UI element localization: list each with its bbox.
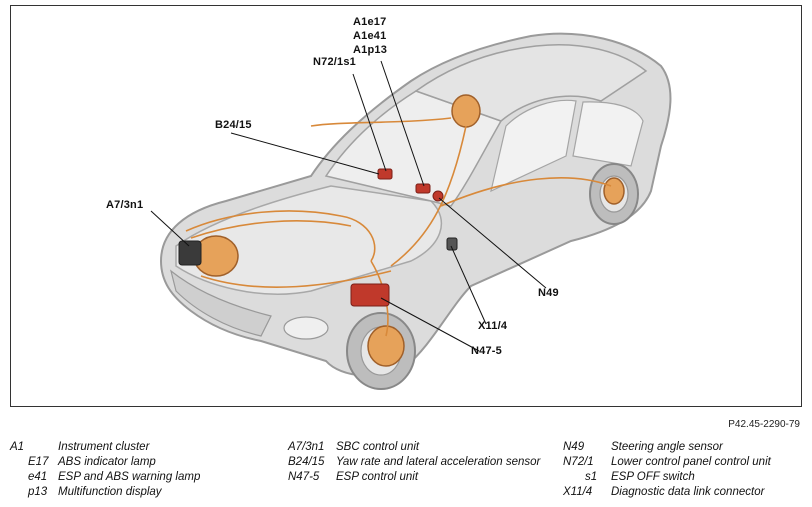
legend-code: s1 [585,471,598,483]
legend-desc: ABS indicator lamp [58,456,156,468]
legend-code: N72/1 [563,456,594,468]
rear-right-brake-disc [451,94,481,128]
legend-item: N72/1 Lower control panel control unit [563,455,803,470]
legend-column-1: A1 Instrument cluster E17 ABS indicator la… [10,440,270,500]
steering-angle-sensor [432,190,444,202]
legend-desc: Steering angle sensor [611,441,723,453]
callout-n49: N49 [538,287,559,299]
legend-item: N47-5 ESP control unit [288,470,548,485]
legend-item: X11/4 Diagnostic data link connector [563,485,803,500]
legend-desc: SBC control unit [336,441,420,453]
car-headlight [283,316,329,340]
legend-code: N49 [563,441,585,453]
sbc-control-unit [178,240,202,266]
callout-x11-4: X11/4 [478,320,508,332]
legend-code: N47-5 [288,471,320,483]
instrument-cluster [415,183,431,194]
car-side-window-front [490,99,577,193]
legend-code: e41 [28,471,48,483]
legend-desc: Diagnostic data link connector [611,486,765,498]
legend-column-2: A7/3n1 SBC control unit B24/15 Yaw rate an… [288,440,548,485]
legend-code: E17 [28,456,49,468]
legend-item: A1 Instrument cluster [10,440,270,455]
callout-n72-1s1: N72/1s1 [313,56,356,68]
legend-item: e41 ESP and ABS warning lamp [10,470,270,485]
brake-lines [185,117,612,337]
callout-b24-15: B24/15 [215,119,252,131]
car-side-window-rear [572,101,644,167]
legend-desc: Lower control panel control unit [611,456,771,468]
callout-a1e41: A1e41 [353,30,387,42]
legend-desc: ESP OFF switch [611,471,695,483]
legend-desc: ESP control unit [336,471,419,483]
legend-column-3: N49 Steering angle sensor N72/1 Lower cont… [563,440,803,500]
legend-code: p13 [28,486,48,498]
diagnostic-connector [446,237,458,251]
legend-desc: Instrument cluster [58,441,150,453]
legend-item: E17 ABS indicator lamp [10,455,270,470]
legend-item: s1 ESP OFF switch [563,470,803,485]
yaw-rate-sensor [377,168,393,180]
legend-code: A7/3n1 [288,441,325,453]
callout-a1e17: A1e17 [353,16,387,28]
callout-a1p13: A1p13 [353,44,388,56]
callout-n47-5: N47-5 [471,345,502,357]
legend-desc: ESP and ABS warning lamp [58,471,201,483]
legend-item: p13 Multifunction display [10,485,270,500]
legend-item: A7/3n1 SBC control unit [288,440,548,455]
front-left-brake-disc [367,325,405,367]
legend-code: A1 [10,441,25,453]
legend-item: B24/15 Yaw rate and lateral acceleration … [288,455,548,470]
legend-code: B24/15 [288,456,325,468]
esp-control-unit [350,283,390,307]
car-illustration [150,32,672,390]
legend-desc: Multifunction display [58,486,162,498]
rear-left-brake-disc [603,177,625,205]
legend-item: N49 Steering angle sensor [563,440,803,455]
leader-lines [150,60,547,352]
callout-a7-3n1: A7/3n1 [106,199,144,211]
figure-code: P42.45-2290-79 [728,419,800,430]
legend-desc: Yaw rate and lateral acceleration sensor [336,456,541,468]
car-grille [169,269,272,337]
diagram-frame: A1e17 A1e41 A1p13 N72/1s1 B24/15 A7/3n1 … [10,5,802,407]
legend-code: X11/4 [563,486,593,498]
